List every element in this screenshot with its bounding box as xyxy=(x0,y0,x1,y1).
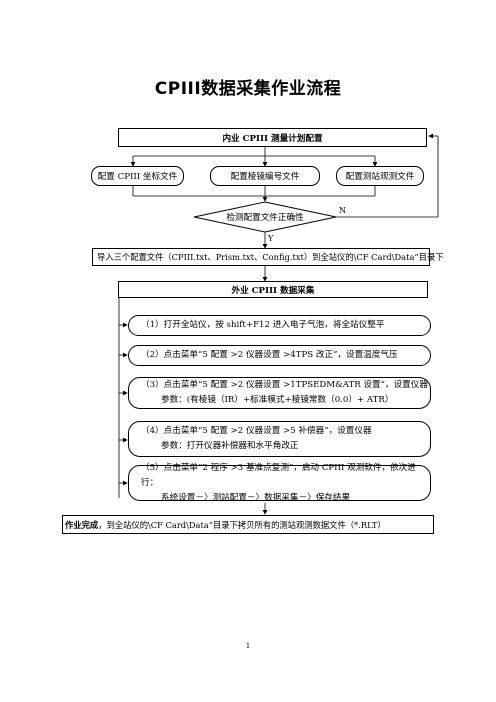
config-prism-label: 配置棱镜编号文件 xyxy=(230,172,300,182)
external-header-box: 外业 CPIII 数据采集 xyxy=(118,281,428,298)
step-2-line1: （2）点击菜单“5 配置 >2 仪器设置 >4TPS 改正”，设置温度气压 xyxy=(141,350,398,360)
step-5-line1: （5）点击菜单“2 程序 >3 基准点复测”，启动 CPIII 观测软件，依次进… xyxy=(141,462,416,488)
step-3-line2: 参数：(有棱镜（IR）+标准模式+棱镜常数（0.0）+ ATR） xyxy=(161,395,394,405)
step-1-line1: （1）打开全站仪，按 shift+F12 进入电子气泡，将全站仪整平 xyxy=(141,320,385,330)
step-5-line2: 系统设置－〉测站配置－〉数据采集－〉保存结果 xyxy=(161,492,351,503)
config-station-box: 配置测站观测文件 xyxy=(336,166,424,186)
step-4-line2: 参数：打开仪器补偿器和水平角改正 xyxy=(161,441,299,451)
check-label: 检测配置文件正确性 xyxy=(226,213,304,223)
step-4-line1: （4）点击菜单“5 配置 >2 仪器设置 >5 补偿器”，设置仪器 xyxy=(141,426,372,436)
finish-rest-label: ，到全站仪的\CF Card\Data”目录下拷贝所有的测站观测数据文件（*.R… xyxy=(98,519,386,530)
finish-bold-label: 作业完成 xyxy=(65,519,99,530)
no-label: N xyxy=(339,206,346,215)
finish-box: 作业完成，到全站仪的\CF Card\Data”目录下拷贝所有的测站观测数据文件… xyxy=(62,515,434,534)
config-station-label: 配置测站观测文件 xyxy=(345,172,415,182)
step-2-box: （2）点击菜单“5 配置 >2 仪器设置 >4TPS 改正”，设置温度气压 xyxy=(128,345,431,366)
step-3-line1: （3）点击菜单“5 配置 >2 仪器设置 >1TPSEDM&ATR 设置”，设置… xyxy=(141,380,428,390)
page-number: 1 xyxy=(245,641,251,650)
internal-header-box: 内业 CPIII 测量计划配置 xyxy=(118,128,427,147)
import-box: 导入三个配置文件（CPIII.txt、Prism.txt、Config.txt）… xyxy=(92,248,444,266)
step-4-box: （4）点击菜单“5 配置 >2 仪器设置 >5 补偿器”，设置仪器 参数：打开仪… xyxy=(128,421,431,457)
config-cpiii-label: 配置 CPIII 坐标文件 xyxy=(97,172,178,182)
page-title: CPIII数据采集作业流程 xyxy=(154,79,342,99)
external-header-label: 外业 CPIII 数据采集 xyxy=(231,285,315,296)
config-prism-box: 配置棱镜编号文件 xyxy=(210,166,320,186)
step-1-box: （1）打开全站仪，按 shift+F12 进入电子气泡，将全站仪整平 xyxy=(128,315,431,336)
internal-header-label: 内业 CPIII 测量计划配置 xyxy=(222,133,323,144)
step-3-box: （3）点击菜单“5 配置 >2 仪器设置 >1TPSEDM&ATR 设置”，设置… xyxy=(128,377,431,409)
config-cpiii-box: 配置 CPIII 坐标文件 xyxy=(91,166,184,186)
yes-label: Y xyxy=(268,234,274,243)
import-label: 导入三个配置文件（CPIII.txt、Prism.txt、Config.txt）… xyxy=(97,252,444,262)
step-5-box: （5）点击菜单“2 程序 >3 基准点复测”，启动 CPIII 观测软件，依次进… xyxy=(128,463,431,503)
